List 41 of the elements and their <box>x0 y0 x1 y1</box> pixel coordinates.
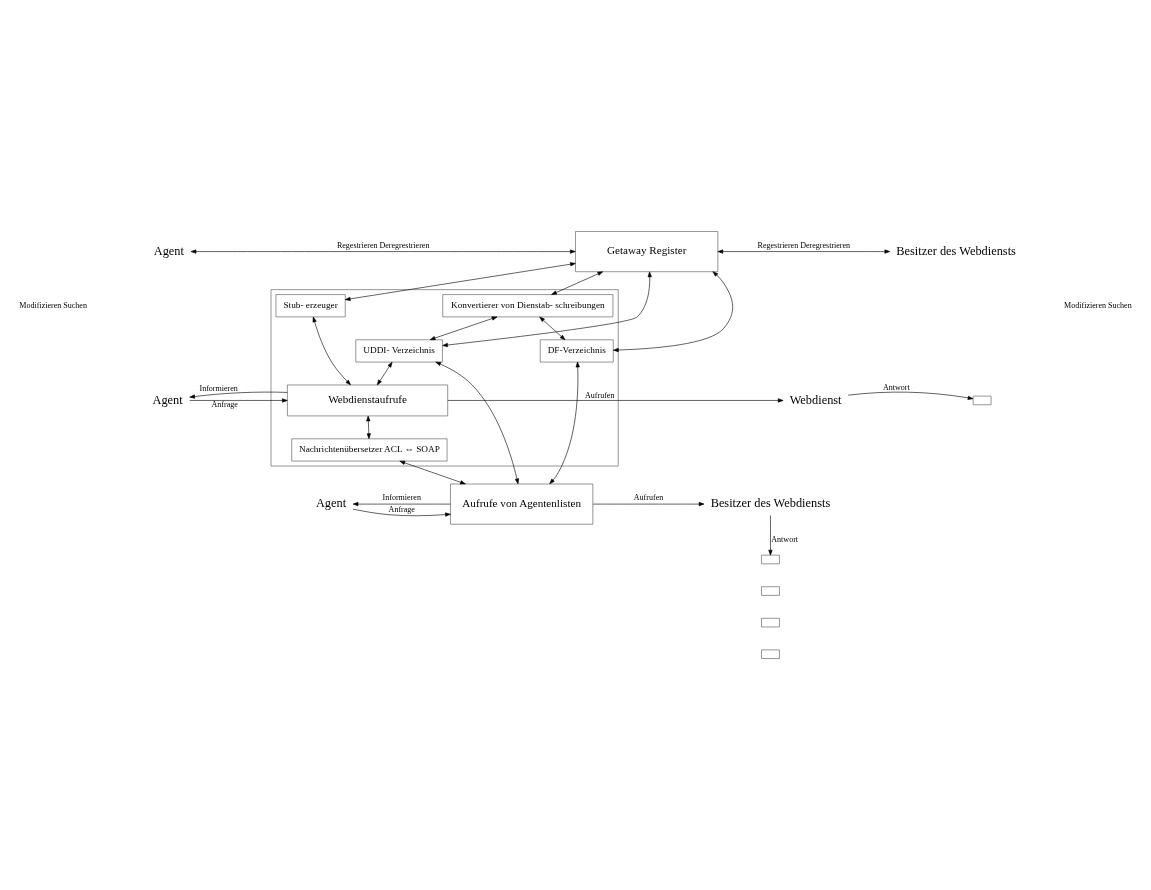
arrow <box>344 262 576 301</box>
node-box: Nachrichtenübersetzer ACL ⇔ SOAP <box>291 438 448 462</box>
node-box <box>761 554 780 565</box>
node-text: Besitzer des Webdiensts <box>896 243 1016 258</box>
arrow <box>366 415 371 439</box>
node-box <box>761 618 780 628</box>
arrow <box>613 271 733 353</box>
arrow <box>190 249 576 254</box>
node-box: Getaway Register <box>575 231 719 272</box>
arrow <box>592 502 705 507</box>
node-box: Konvertierer von Dienstab- schreibungen <box>442 294 614 318</box>
arrow <box>352 502 451 507</box>
arrow <box>312 316 351 386</box>
arrow <box>435 361 519 485</box>
node-box: Aufrufe von Agentenlisten <box>450 483 594 525</box>
node-box: DF-Verzeichnis <box>539 339 614 363</box>
arrow <box>768 515 773 556</box>
arrow <box>189 391 288 399</box>
node-text: Agent <box>315 496 347 511</box>
node-text: Besitzer des Webdiensts <box>710 496 831 511</box>
node-box <box>761 649 780 659</box>
arrow <box>189 398 288 403</box>
arrow <box>539 316 566 341</box>
node-text: Agent <box>152 392 183 407</box>
arrow <box>377 361 393 386</box>
arrow <box>399 460 466 485</box>
arrow <box>442 271 652 348</box>
node-box: Stub- erzeuger <box>275 294 346 318</box>
node-text: Agent <box>153 243 184 258</box>
node-box: UDDI- Verzeichnis <box>355 339 443 363</box>
node-box <box>972 395 992 406</box>
arrow <box>551 271 604 295</box>
arrow <box>549 361 580 485</box>
arrow <box>447 398 784 403</box>
arrow <box>429 316 498 341</box>
arrow <box>847 391 974 400</box>
node-text: Webdienst <box>789 392 842 407</box>
arrow <box>717 249 891 254</box>
node-box: Webdienstaufrufe <box>287 384 448 417</box>
arrow <box>352 508 451 517</box>
node-box <box>761 586 780 596</box>
